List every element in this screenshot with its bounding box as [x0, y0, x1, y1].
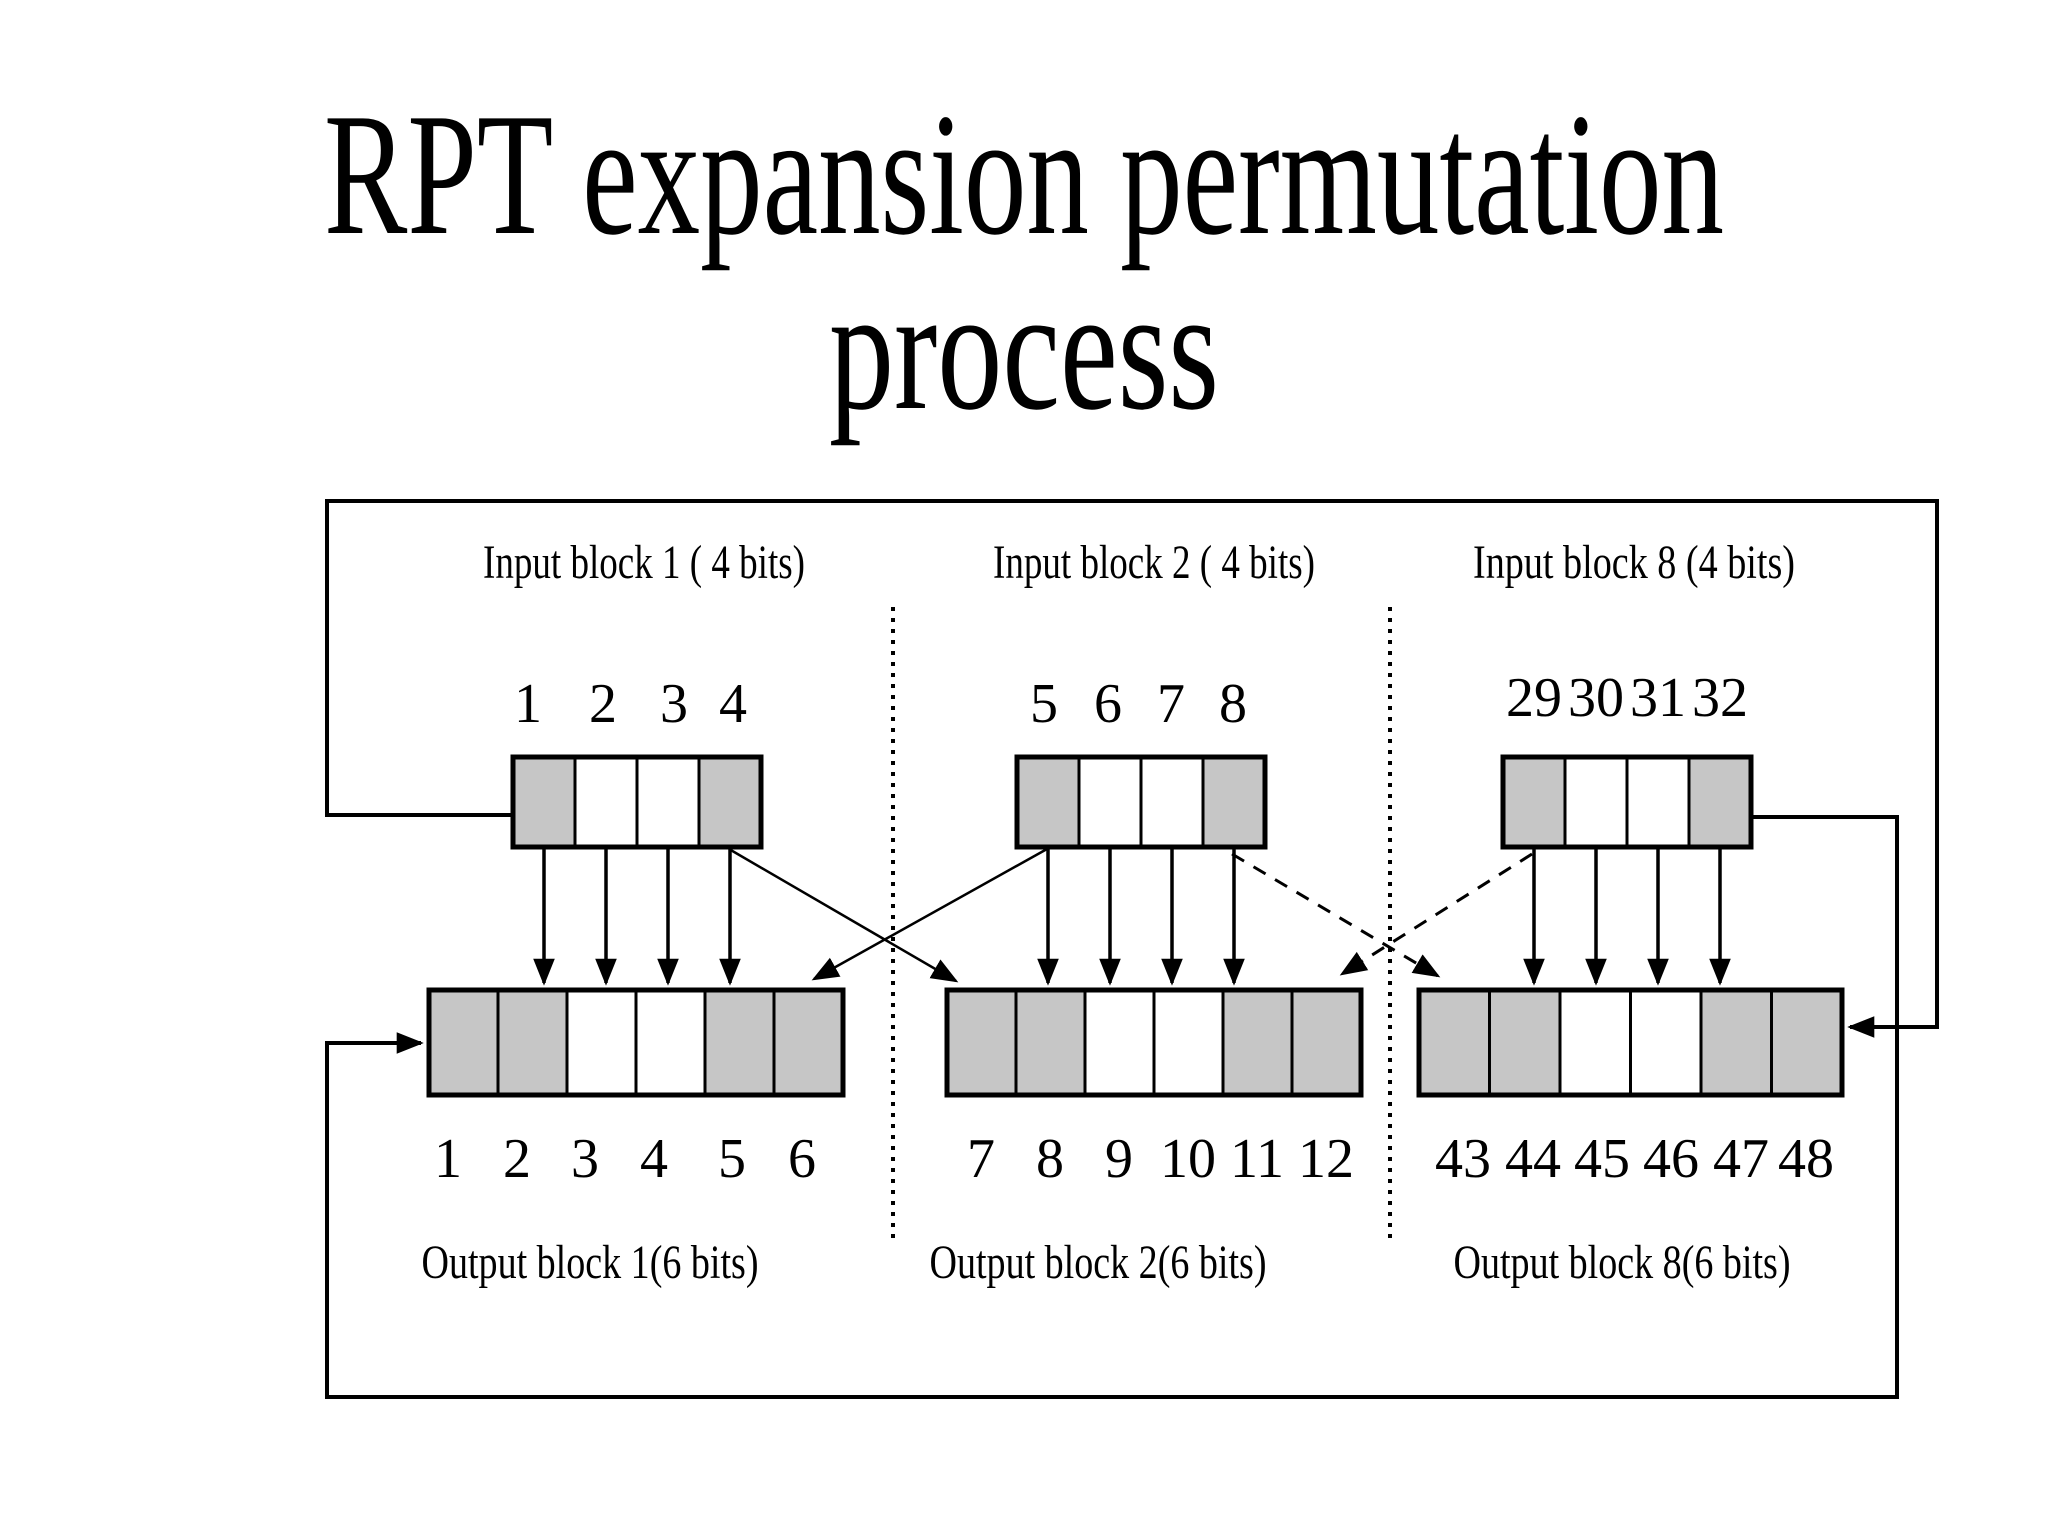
arrow-input4-to-output7 [728, 847, 959, 983]
output-register-2-cell-4 [1152, 988, 1225, 1097]
input-bit-number-2: 2 [589, 673, 617, 735]
output-block-2: 7 8 9 10 11 12 Output block 2(6 bits) [930, 987, 1364, 1289]
output-register-1-cell-2 [496, 988, 569, 1097]
output-bit-number-45: 45 [1574, 1128, 1630, 1190]
output-block-8-label: Output block 8(6 bits) [1454, 1236, 1791, 1289]
output-register-2-cell-6 [1290, 988, 1363, 1097]
input-register-2-cell-1 [1015, 755, 1081, 849]
input-block-8-label: Input block 8 (4 bits) [1473, 536, 1795, 589]
output-bit-number-3: 3 [571, 1128, 599, 1190]
output-block-2-label: Output block 2(6 bits) [930, 1236, 1267, 1289]
expansion-arrows-block-2 [1037, 847, 1245, 986]
output-bit-number-43: 43 [1435, 1128, 1491, 1190]
output-register-1-cell-6 [772, 988, 845, 1097]
input-register-1-cell-2 [573, 755, 639, 849]
output-bit-number-1: 1 [434, 1128, 462, 1190]
output-register-2 [944, 987, 1364, 1098]
output-register-1-cell-5 [703, 988, 776, 1097]
output-register-2-outline [944, 987, 1364, 1098]
output-register-2-cell-3 [1083, 988, 1156, 1097]
input-bit-number-8: 8 [1219, 673, 1247, 735]
input-bit-number-6: 6 [1094, 673, 1122, 735]
output-register-1-cell-1 [427, 988, 500, 1097]
input-bit-number-31: 31 [1630, 667, 1686, 729]
input-register-2 [1014, 754, 1268, 850]
slide-title-line-2: process [829, 252, 1219, 446]
output-register-2-cell-1 [945, 988, 1018, 1097]
input-bit-number-29: 29 [1506, 667, 1562, 729]
output-register-8 [1416, 987, 1845, 1098]
output-bit-number-9: 9 [1105, 1128, 1133, 1190]
input-bit-number-7: 7 [1157, 673, 1185, 735]
input-register-1-cell-3 [635, 755, 701, 849]
output-bit-number-47: 47 [1713, 1128, 1769, 1190]
arrow-input8-to-output43-dashed [1231, 852, 1441, 978]
input-register-8-cell-2 [1563, 755, 1629, 849]
input-register-2-cell-3 [1139, 755, 1205, 849]
output-register-1-cell-3 [565, 988, 638, 1097]
input-register-2-cell-4 [1201, 755, 1267, 849]
wire-input1-to-output48 [325, 499, 1939, 1038]
output-bit-number-8: 8 [1036, 1128, 1064, 1190]
wire-input32-to-output1 [325, 815, 1899, 1399]
output-bit-number-11: 11 [1230, 1128, 1284, 1190]
output-register-8-cell-1 [1417, 988, 1491, 1097]
input-block-8: Input block 8 (4 bits) 29 30 31 32 [1473, 536, 1795, 850]
output-register-8-cell-4 [1629, 988, 1703, 1097]
output-register-2-cell-2 [1014, 988, 1087, 1097]
output-register-8-outline [1416, 987, 1845, 1098]
input-block-1-label: Input block 1 ( 4 bits) [483, 536, 805, 589]
output-register-8-cell-3 [1558, 988, 1632, 1097]
output-block-1: 1 2 3 4 5 6 Output block 1(6 bits) [422, 987, 846, 1289]
input-block-2: Input block 2 ( 4 bits) 5 6 7 8 [993, 536, 1315, 850]
input-register-2-outline [1014, 754, 1268, 850]
output-register-8-cell-2 [1488, 988, 1562, 1097]
slide-title-line-1: RPT expansion permutation [324, 77, 1724, 271]
input-register-1-cell-4 [697, 755, 763, 849]
input-register-1-outline [510, 754, 764, 850]
slide-title: RPT expansion permutation process [324, 77, 1724, 446]
input-bit-number-5: 5 [1030, 673, 1058, 735]
input-register-8-cell-1 [1501, 755, 1567, 849]
expansion-arrows-block-1 [533, 847, 741, 986]
output-block-1-label: Output block 1(6 bits) [422, 1236, 759, 1289]
input-bit-number-32: 32 [1692, 667, 1748, 729]
output-register-8-cell-5 [1699, 988, 1773, 1097]
output-register-1-cell-4 [634, 988, 707, 1097]
output-bit-number-46: 46 [1643, 1128, 1699, 1190]
input-bit-number-1: 1 [514, 673, 542, 735]
output-register-1 [426, 987, 846, 1098]
expansion-permutation-diagram: Input block 1 ( 4 bits) 1 2 3 4 Input bl… [325, 499, 1939, 1399]
arrow-input5-to-output6 [811, 847, 1048, 981]
output-bit-number-48: 48 [1778, 1128, 1834, 1190]
expansion-arrows-block-8 [1523, 847, 1731, 986]
input-register-8-cell-3 [1625, 755, 1691, 849]
input-bit-number-4: 4 [719, 673, 747, 735]
input-register-1 [510, 754, 764, 850]
output-register-2-cell-5 [1221, 988, 1294, 1097]
output-register-1-outline [426, 987, 846, 1098]
output-bit-number-2: 2 [503, 1128, 531, 1190]
input-register-2-cell-2 [1077, 755, 1143, 849]
input-block-1: Input block 1 ( 4 bits) 1 2 3 4 [483, 536, 805, 850]
input-bit-number-30: 30 [1568, 667, 1624, 729]
input-register-1-cell-1 [511, 755, 577, 849]
input-bit-number-3: 3 [660, 673, 688, 735]
input-register-8-outline [1500, 754, 1754, 850]
output-block-8: 43 44 45 46 47 48 Output block 8(6 bits) [1416, 987, 1845, 1289]
arrow-input29-to-output12-dashed [1339, 852, 1533, 976]
input-block-2-label: Input block 2 ( 4 bits) [993, 536, 1315, 589]
output-bit-number-7: 7 [967, 1128, 995, 1190]
input-register-8-cell-4 [1687, 755, 1753, 849]
output-bit-number-6: 6 [788, 1128, 816, 1190]
output-bit-number-12: 12 [1298, 1128, 1354, 1190]
output-register-8-cell-6 [1770, 988, 1844, 1097]
output-bit-number-5: 5 [718, 1128, 746, 1190]
output-bit-number-4: 4 [640, 1128, 668, 1190]
output-bit-number-44: 44 [1505, 1128, 1561, 1190]
input-register-8 [1500, 754, 1754, 850]
output-bit-number-10: 10 [1160, 1128, 1216, 1190]
